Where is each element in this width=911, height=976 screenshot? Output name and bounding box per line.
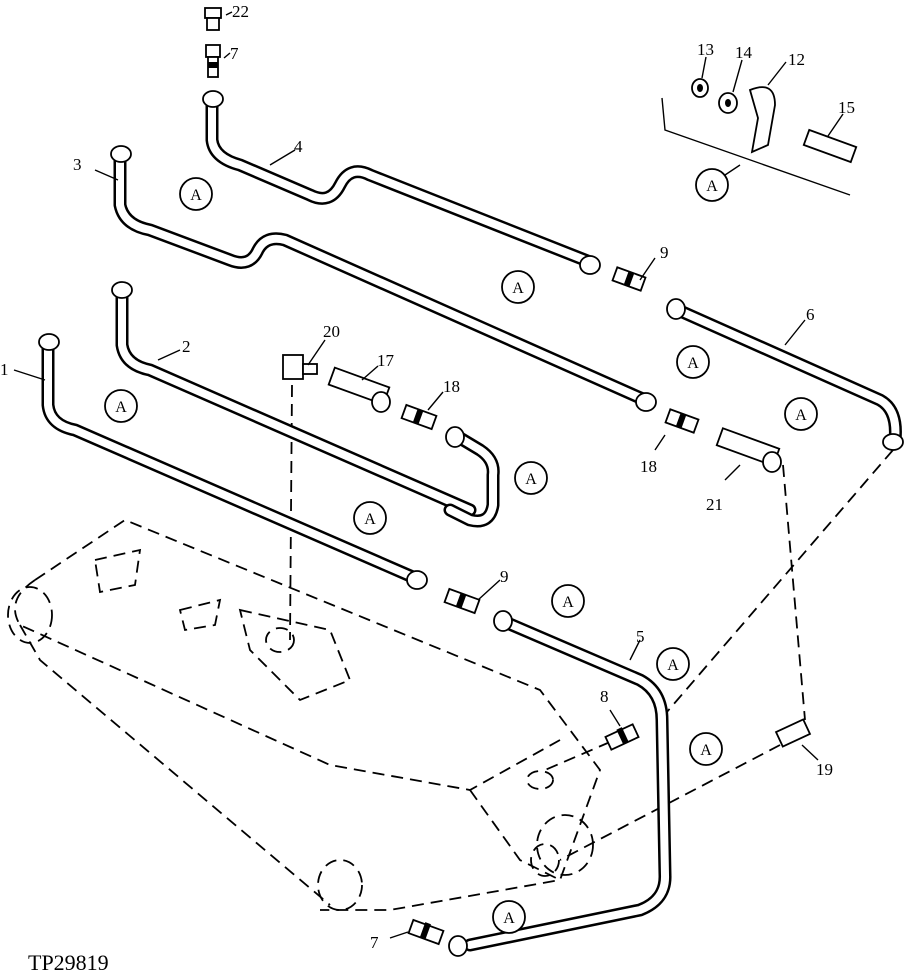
- fitting-19: [774, 718, 812, 748]
- callout-6: 6: [806, 305, 815, 324]
- tube-5: [448, 610, 672, 957]
- callout-18-mid: 18: [443, 377, 460, 396]
- figure-id: TP29819: [28, 950, 109, 975]
- callout-15: 15: [838, 98, 855, 117]
- ref-marker: [656, 647, 690, 681]
- ref-marker: [104, 389, 138, 423]
- tube-1: [38, 333, 428, 590]
- clamp-detail: [661, 78, 858, 196]
- fitting-18-right: [664, 408, 700, 434]
- ref-label: A: [562, 594, 574, 611]
- callout-7-bottom: 7: [370, 933, 379, 952]
- callout-numbers: 22 7 4 3 2 1 9 9 6 5 20 17 18 18 21 8 19…: [0, 2, 855, 952]
- tube-3: [110, 145, 657, 412]
- fitting-17: [327, 366, 391, 413]
- callout-19: 19: [816, 760, 833, 779]
- callout-1: 1: [0, 360, 9, 379]
- callout-22: 22: [232, 2, 249, 21]
- ref-label: A: [700, 742, 712, 759]
- ref-label: A: [512, 280, 524, 297]
- ref-marker: [492, 900, 526, 934]
- ref-label: A: [525, 471, 537, 488]
- ref-marker: [179, 177, 213, 211]
- ref-marker: [514, 461, 548, 495]
- fitting-7-bottom: [407, 918, 445, 946]
- fitting-9-top: [611, 266, 647, 292]
- callout-7-top: 7: [230, 44, 239, 63]
- ref-marker: [676, 345, 710, 379]
- tube-short-bent: [443, 426, 500, 528]
- ref-marker: [353, 501, 387, 535]
- fitting-22: [204, 7, 222, 31]
- ref-markers: A A A A A A A A A A A A: [104, 168, 818, 934]
- callout-4: 4: [294, 137, 303, 156]
- callout-17: 17: [377, 351, 395, 370]
- ref-marker: [689, 732, 723, 766]
- tube-4: [202, 90, 601, 275]
- callout-8: 8: [600, 687, 609, 706]
- ref-label: A: [115, 399, 127, 416]
- fitting-21: [715, 427, 782, 473]
- fitting-20: [282, 354, 318, 380]
- ref-label: A: [364, 511, 376, 528]
- callout-20: 20: [323, 322, 340, 341]
- ref-label: A: [706, 178, 718, 195]
- tube-6: [666, 298, 904, 451]
- guide-lines: [289, 384, 894, 861]
- leader-lines: [13, 11, 844, 939]
- ref-label: A: [687, 355, 699, 372]
- boom-outline: [7, 518, 602, 911]
- ref-marker: [501, 270, 535, 304]
- ref-marker: [695, 168, 729, 202]
- callout-9-top: 9: [660, 243, 669, 262]
- callout-13: 13: [697, 40, 714, 59]
- callout-9-mid: 9: [500, 567, 509, 586]
- callout-12: 12: [788, 50, 805, 69]
- fitting-9-mid: [443, 587, 481, 615]
- fitting-7-top: [205, 44, 221, 78]
- ref-marker: [551, 584, 585, 618]
- callout-3: 3: [73, 155, 82, 174]
- callout-18-right: 18: [640, 457, 657, 476]
- callout-14: 14: [735, 43, 753, 62]
- ref-label: A: [795, 407, 807, 424]
- ref-label: A: [503, 910, 515, 927]
- ref-label: A: [190, 187, 202, 204]
- callout-5: 5: [636, 627, 645, 646]
- tube-2: [111, 281, 477, 517]
- callout-21: 21: [706, 495, 723, 514]
- fitting-8: [604, 723, 640, 751]
- ref-marker: [784, 397, 818, 431]
- fitting-18-mid: [400, 403, 438, 431]
- ref-label: A: [667, 657, 679, 674]
- callout-2: 2: [182, 337, 191, 356]
